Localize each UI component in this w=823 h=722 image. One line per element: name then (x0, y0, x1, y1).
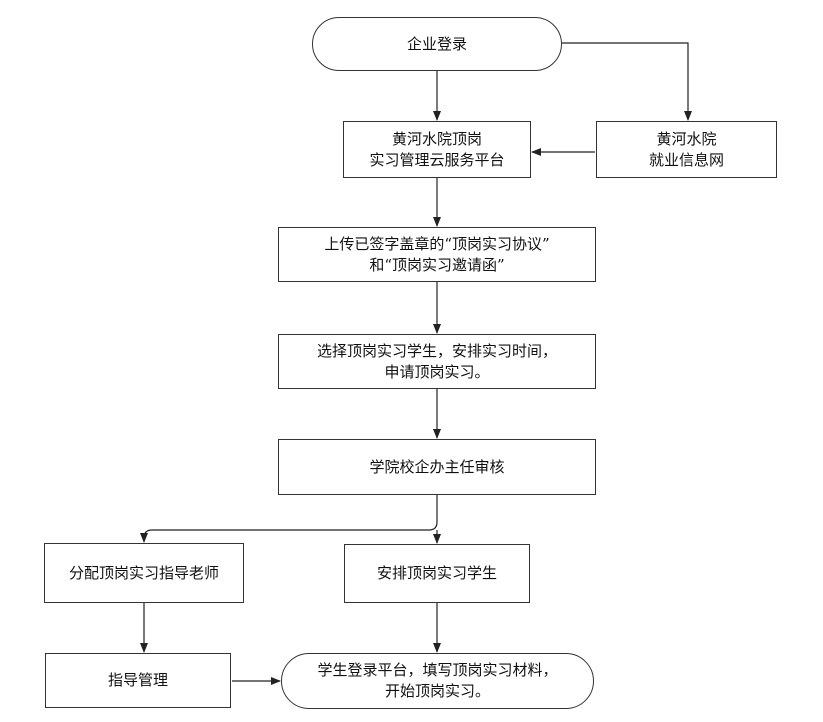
node-employment-info-net-line-1: 黄河水院 (656, 129, 717, 148)
node-enterprise-login: 企业登录 (312, 17, 562, 71)
node-student-login: 学生登录平台，填写顶岗实习材料， 开始顶岗实习。 (281, 653, 594, 709)
node-upload-agreement: 上传已签字盖章的“顶岗实习协议” 和“顶岗实习邀请函” (278, 227, 596, 282)
edge-review-to-assign-teacher (140, 495, 438, 543)
node-internship-platform-line-2: 实习管理云服务平台 (369, 150, 505, 169)
node-upload-agreement-line-2: 和“顶岗实习邀请函” (369, 255, 505, 274)
node-guidance-management-line-1: 指导管理 (107, 671, 168, 689)
node-arrange-students: 安排顶岗实习学生 (344, 544, 530, 603)
node-enterprise-login-line-1: 企业登录 (406, 34, 467, 53)
node-internship-platform-line-1: 黄河水院顶岗 (391, 129, 482, 148)
edge-login-to-jobnet (562, 42, 692, 121)
node-director-review-line-1: 学院校企办主任审核 (369, 457, 505, 476)
node-internship-platform: 黄河水院顶岗 实习管理云服务平台 (343, 121, 531, 178)
node-assign-teacher-line-1: 分配顶岗实习指导老师 (68, 563, 219, 582)
node-select-students: 选择顶岗实习学生，安排实习时间， 申请顶岗实习。 (278, 334, 596, 389)
node-student-login-line-1: 学生登录平台，填写顶岗实习材料， (317, 661, 558, 679)
node-employment-info-net-line-2: 就业信息网 (648, 150, 724, 169)
node-student-login-line-2: 开始顶岗实习。 (384, 682, 490, 700)
node-director-review: 学院校企办主任审核 (278, 439, 596, 495)
node-select-students-line-2: 申请顶岗实习。 (384, 362, 490, 381)
node-employment-info-net: 黄河水院 就业信息网 (596, 121, 777, 178)
node-arrange-students-line-1: 安排顶岗实习学生 (376, 564, 497, 582)
node-assign-teacher: 分配顶岗实习指导老师 (44, 543, 244, 603)
node-select-students-line-1: 选择顶岗实习学生，安排实习时间， (316, 341, 557, 360)
node-guidance-management: 指导管理 (45, 653, 231, 708)
node-upload-agreement-line-1: 上传已签字盖章的“顶岗实习协议” (324, 234, 550, 253)
